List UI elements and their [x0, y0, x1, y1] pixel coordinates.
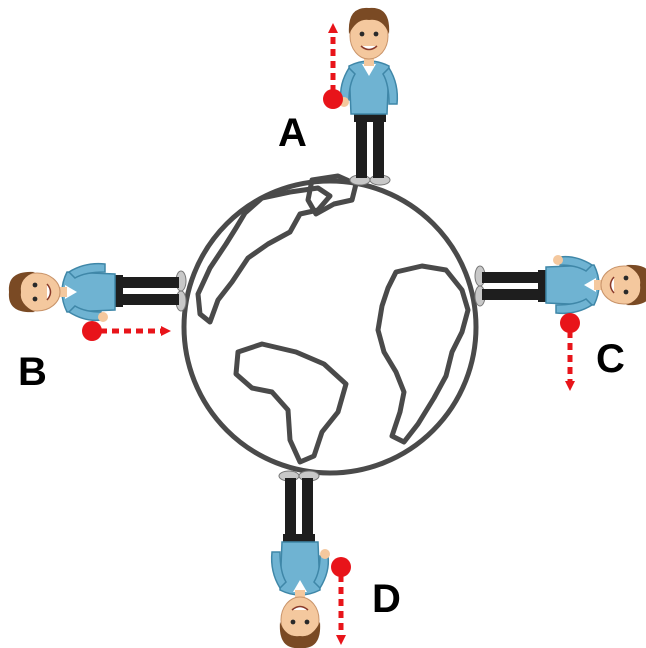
person-icon	[338, 7, 399, 186]
ball-icon	[560, 313, 580, 333]
globe-icon	[181, 173, 479, 476]
person-icon	[8, 262, 187, 323]
ball-icon	[323, 89, 343, 109]
ball-icon	[82, 321, 102, 341]
person-icon	[270, 470, 331, 648]
ball-icon	[331, 557, 351, 577]
label-b: B	[18, 350, 47, 394]
person-icon	[474, 254, 646, 315]
label-c: C	[596, 337, 625, 381]
label-d: D	[372, 577, 401, 621]
label-a: A	[278, 111, 307, 155]
